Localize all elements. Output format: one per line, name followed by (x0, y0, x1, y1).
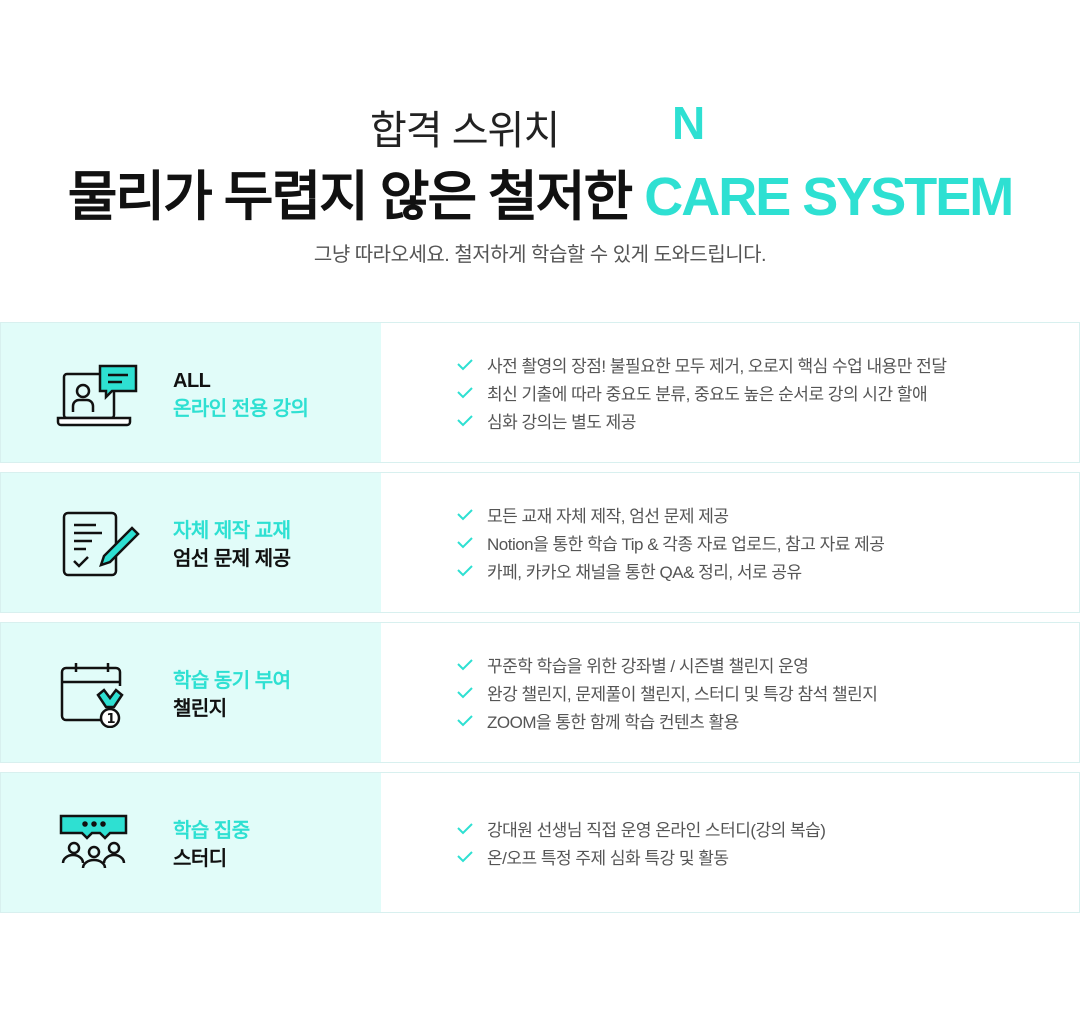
feature-panel: 학습 집중 스터디 (1, 773, 381, 912)
new-badge: N (672, 97, 706, 149)
list-item: 완강 챌린지, 문제풀이 챌린지, 스터디 및 특강 참석 챌린지 (457, 682, 1079, 704)
svg-text:1: 1 (107, 712, 116, 727)
list-item: 사전 촬영의 장점! 불필요한 모두 제거, 오로지 핵심 수업 내용만 전달 (457, 354, 1079, 376)
list-item-text: 온/오프 특정 주제 심화 특강 및 활동 (487, 849, 729, 868)
feature-label-1: 학습 집중 (173, 820, 250, 842)
page-description: 그냥 따라오세요. 철저하게 학습할 수 있게 도와드립니다. (313, 244, 767, 266)
feature-label-2: 스터디 (173, 848, 227, 870)
check-icon (457, 714, 473, 726)
list-item-text: 심화 강의는 별도 제공 (487, 413, 636, 432)
list-item: 최신 기출에 따라 중요도 분류, 중요도 높은 순서로 강의 시간 할애 (457, 382, 1079, 404)
feature-panel: ALL 온라인 전용 강의 (1, 323, 381, 462)
page-title: 물리가 두렵지 않은 철저한 CARE SYSTEM (0, 152, 1080, 231)
list-item-text: 카페, 카카오 채널을 통한 QA& 정리, 서로 공유 (487, 563, 802, 582)
feature-label-1: ALL (173, 370, 211, 392)
header-subtitle: 합격 스위치 (370, 109, 560, 153)
list-item-text: 사전 촬영의 장점! 불필요한 모두 제거, 오로지 핵심 수업 내용만 전달 (487, 357, 947, 376)
check-icon (457, 822, 473, 834)
title-accent: CARE SYSTEM (644, 167, 1014, 227)
feature-label-1: 학습 동기 부여 (173, 670, 291, 692)
online-lecture-icon (56, 358, 141, 428)
list-item: 심화 강의는 별도 제공 (457, 410, 1079, 432)
list-item: 꾸준학 학습을 위한 강좌별 / 시즌별 챌린지 운영 (457, 654, 1079, 676)
feature-panel: 1 학습 동기 부여 챌린지 (1, 623, 381, 762)
list-item-text: ZOOM을 통한 함께 학습 컨텐츠 활용 (487, 713, 739, 732)
title-main: 물리가 두렵지 않은 철저한 (67, 167, 645, 227)
check-icon (457, 386, 473, 398)
calendar-medal-icon: 1 (56, 658, 141, 729)
check-icon (457, 414, 473, 426)
group-chat-icon (56, 808, 141, 878)
check-icon (457, 686, 473, 698)
feature-list: 모든 교재 자체 제작, 엄선 문제 제공 Notion을 통한 학습 Tip &… (381, 473, 1079, 612)
feature-card: 1 학습 동기 부여 챌린지 꾸준학 학습을 위한 강좌별 / 시즌별 챌린지 … (0, 622, 1080, 763)
feature-list: 강대원 선생님 직접 운영 온라인 스터디(강의 복습) 온/오프 특정 주제 심… (381, 773, 1079, 912)
list-item: 카페, 카카오 채널을 통한 QA& 정리, 서로 공유 (457, 560, 1079, 582)
list-item-text: 모든 교재 자체 제작, 엄선 문제 제공 (487, 507, 729, 526)
check-icon (457, 508, 473, 520)
list-item-text: 완강 챌린지, 문제풀이 챌린지, 스터디 및 특강 참석 챌린지 (487, 685, 878, 704)
check-icon (457, 536, 473, 548)
list-item: Notion을 통한 학습 Tip & 각종 자료 업로드, 참고 자료 제공 (457, 532, 1079, 554)
check-icon (457, 658, 473, 670)
check-icon (457, 358, 473, 370)
list-item-text: 강대원 선생님 직접 운영 온라인 스터디(강의 복습) (487, 821, 826, 840)
feature-card: 자체 제작 교재 엄선 문제 제공 모든 교재 자체 제작, 엄선 문제 제공 N… (0, 472, 1080, 613)
check-icon (457, 850, 473, 862)
list-item-text: 꾸준학 학습을 위한 강좌별 / 시즌별 챌린지 운영 (487, 657, 809, 676)
list-item-text: 최신 기출에 따라 중요도 분류, 중요도 높은 순서로 강의 시간 할애 (487, 385, 928, 404)
feature-label-1: 자체 제작 교재 (173, 520, 291, 542)
feature-label-2: 챌린지 (173, 698, 227, 720)
list-item: ZOOM을 통한 함께 학습 컨텐츠 활용 (457, 710, 1079, 732)
document-pencil-icon (56, 508, 141, 578)
check-icon (457, 564, 473, 576)
feature-card: 학습 집중 스터디 강대원 선생님 직접 운영 온라인 스터디(강의 복습) 온/… (0, 772, 1080, 913)
list-item: 강대원 선생님 직접 운영 온라인 스터디(강의 복습) (457, 818, 1079, 840)
feature-card: ALL 온라인 전용 강의 사전 촬영의 장점! 불필요한 모두 제거, 오로지… (0, 322, 1080, 463)
feature-label-2: 온라인 전용 강의 (173, 398, 309, 420)
list-item: 모든 교재 자체 제작, 엄선 문제 제공 (457, 504, 1079, 526)
list-item-text: Notion을 통한 학습 Tip & 각종 자료 업로드, 참고 자료 제공 (487, 535, 885, 554)
list-item: 온/오프 특정 주제 심화 특강 및 활동 (457, 846, 1079, 868)
feature-label-2: 엄선 문제 제공 (173, 548, 291, 570)
feature-panel: 자체 제작 교재 엄선 문제 제공 (1, 473, 381, 612)
